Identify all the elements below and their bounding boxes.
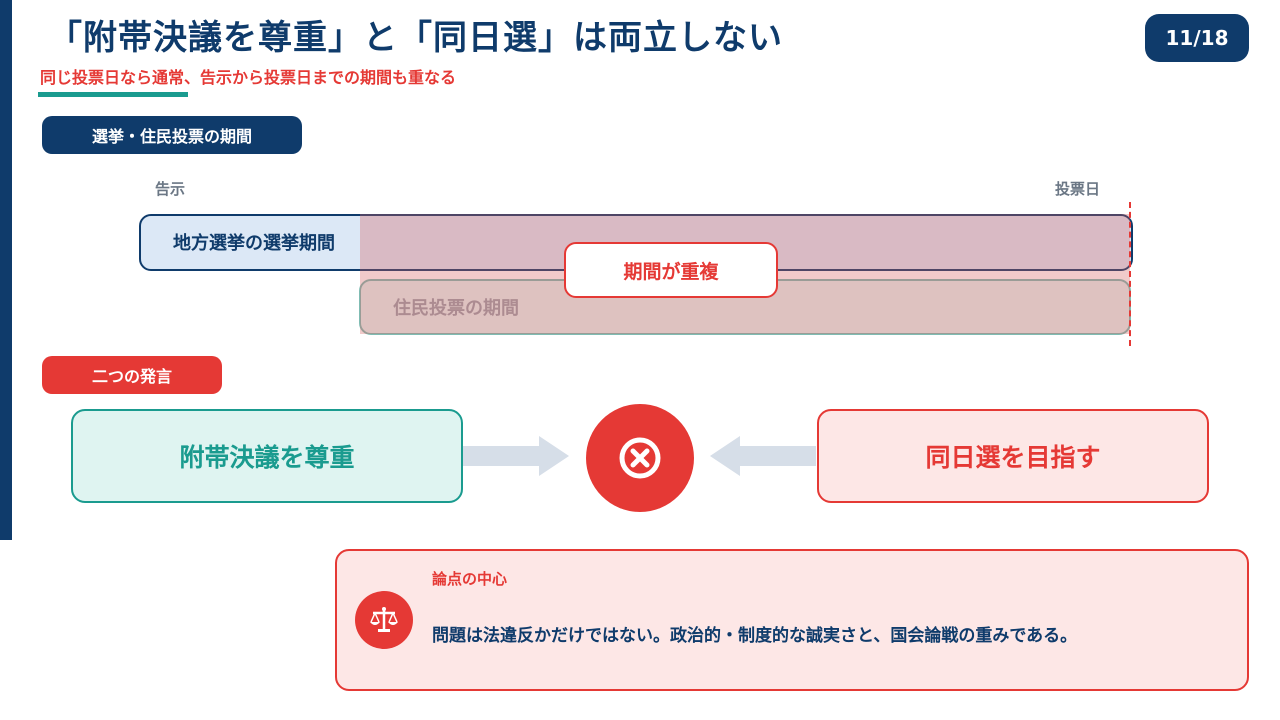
slide-title: 「附帯決議を尊重」と「同日選」は両立しない: [48, 18, 783, 58]
statements-section-label: 二つの発言: [42, 356, 222, 394]
overlap-badge: 期間が重複: [564, 242, 778, 298]
statement-respect-resolution: 附帯決議を尊重: [71, 409, 463, 503]
timeline-end-label: 投票日: [1055, 180, 1101, 198]
conflict-x-icon: [586, 404, 694, 512]
statement-same-day-election: 同日選を目指す: [817, 409, 1209, 503]
timeline-section-label: 選挙・住民投票の期間: [42, 116, 302, 154]
title-underline: [38, 92, 188, 97]
timeline-start-label: 告示: [155, 180, 186, 198]
slide-subtitle: 同じ投票日なら通常、告示から投票日までの期間も重なる: [40, 68, 457, 87]
referendum-period-bar: 住民投票の期間: [359, 279, 1131, 335]
referendum-period-label: 住民投票の期間: [393, 298, 519, 319]
arrow-right-icon: [463, 436, 569, 476]
scales-icon: [355, 591, 413, 649]
arrow-left-icon: [710, 436, 816, 476]
key-point-callout: 論点の中心 問題は法違反かだけではない。政治的・制度的な誠実さと、国会論戦の重み…: [335, 549, 1249, 691]
key-point-title: 論点の中心: [432, 570, 508, 588]
voting-day-line: [1129, 202, 1131, 346]
page-number-badge: 11/18: [1145, 14, 1249, 62]
key-point-body: 問題は法違反かだけではない。政治的・制度的な誠実さと、国会論戦の重みである。: [432, 626, 1078, 646]
local-election-period-label: 地方選挙の選挙期間: [173, 233, 335, 254]
left-accent-bar: [0, 0, 12, 540]
